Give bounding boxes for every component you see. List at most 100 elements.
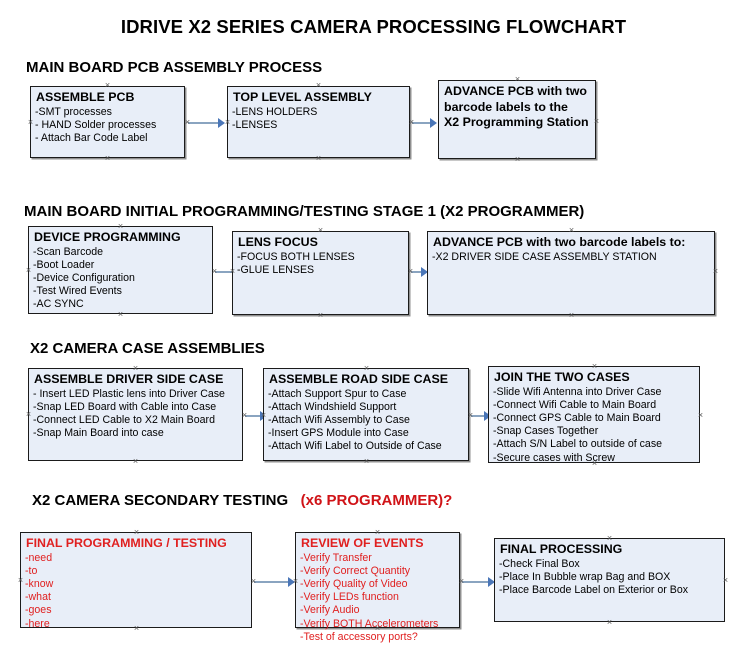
- box-device-programming[interactable]: DEVICE PROGRAMMING -Scan Barcode -Boot L…: [28, 226, 213, 314]
- handle-marker[interactable]: [223, 118, 232, 127]
- box-line: -Attach Wifi Assembly to Case: [268, 413, 410, 426]
- box-advance-pcb-to-driver-side-case[interactable]: ADVANCE PCB with two barcode labels to: …: [427, 231, 715, 315]
- handle-marker[interactable]: [316, 311, 325, 320]
- section-heading-text: X2 CAMERA SECONDARY TESTING: [32, 492, 289, 509]
- handle-marker[interactable]: [24, 266, 33, 275]
- box-line: -what: [25, 591, 51, 604]
- handle-marker[interactable]: [592, 117, 601, 126]
- handle-marker[interactable]: [721, 576, 730, 585]
- handle-marker[interactable]: [16, 576, 25, 585]
- handle-marker[interactable]: [407, 118, 416, 127]
- handle-marker[interactable]: [605, 618, 614, 627]
- box-line: -Insert GPS Module into Case: [268, 427, 409, 440]
- handle-marker[interactable]: [567, 226, 576, 235]
- box-line: -Verify BOTH Accelerometers: [300, 617, 439, 630]
- handle-marker[interactable]: [183, 118, 192, 127]
- handle-marker[interactable]: [406, 267, 415, 276]
- handle-marker[interactable]: [26, 118, 35, 127]
- box-join-the-two-cases[interactable]: JOIN THE TWO CASES -Slide Wifi Antenna i…: [488, 366, 700, 464]
- handle-marker[interactable]: [696, 411, 705, 420]
- handle-marker[interactable]: [24, 410, 33, 419]
- handle-marker[interactable]: [131, 457, 140, 466]
- box-line: -Snap Cases Together: [493, 425, 599, 438]
- box-line: -know: [25, 577, 54, 590]
- connector-device-programming-to-lens-focus: [215, 271, 239, 273]
- box-review-of-events[interactable]: REVIEW OF EVENTS -Verify Transfer -Verif…: [295, 532, 460, 643]
- box-line: -need: [25, 551, 53, 564]
- arrowhead-icon: [488, 577, 495, 587]
- box-title: REVIEW OF EVENTS: [301, 536, 424, 550]
- section-heading-x2-camera-secondary-testing: X2 CAMERA SECONDARY TESTING (x6 PROGRAMM…: [32, 492, 452, 509]
- box-title: DEVICE PROGRAMMING: [34, 230, 181, 244]
- handle-marker[interactable]: [590, 459, 599, 468]
- connector-final-programming-to-review: [254, 581, 294, 583]
- handle-marker[interactable]: [316, 226, 325, 235]
- handle-marker[interactable]: [605, 534, 614, 543]
- handle-marker[interactable]: [314, 154, 323, 163]
- box-lens-focus[interactable]: LENS FOCUS -FOCUS BOTH LENSES -GLUE LENS…: [232, 231, 409, 315]
- handle-marker[interactable]: [457, 577, 466, 586]
- handle-marker[interactable]: [132, 624, 141, 633]
- handle-marker[interactable]: [590, 362, 599, 371]
- box-title: TOP LEVEL ASSEMBLY: [233, 90, 372, 104]
- box-final-programming-testing[interactable]: FINAL PROGRAMMING / TESTING -need -to -k…: [20, 532, 252, 630]
- box-line: -AC SYNC: [33, 298, 84, 311]
- box-line: -Attach Windshield Support: [268, 400, 397, 413]
- box-line: -Attach Support Spur to Case: [268, 387, 407, 400]
- handle-marker[interactable]: [513, 75, 522, 84]
- handle-marker[interactable]: [210, 267, 219, 276]
- box-line: -goes: [25, 604, 52, 617]
- handle-marker[interactable]: [103, 81, 112, 90]
- handle-marker[interactable]: [291, 577, 300, 586]
- box-line: -Boot Loader: [33, 258, 95, 271]
- box-line: -Slide Wifi Antenna into Driver Case: [493, 385, 662, 398]
- handle-marker[interactable]: [711, 267, 720, 276]
- handle-marker[interactable]: [240, 411, 249, 420]
- box-line: -to: [25, 564, 38, 577]
- box-line: barcode labels to the: [444, 99, 568, 114]
- page-title: IDRIVE X2 SERIES CAMERA PROCESSING FLOWC…: [120, 16, 627, 37]
- section-heading-main-board-pcb-assembly-process: MAIN BOARD PCB ASSEMBLY PROCESS: [26, 59, 323, 76]
- box-line: -Test Wired Events: [33, 285, 122, 298]
- box-line: -Check Final Box: [499, 557, 580, 570]
- handle-marker[interactable]: [228, 267, 237, 276]
- box-line: -Verify Audio: [300, 604, 360, 617]
- handle-marker[interactable]: [103, 154, 112, 163]
- box-line-overflow: -Test of accessory ports?: [300, 630, 418, 643]
- box-assemble-driver-side-case[interactable]: ASSEMBLE DRIVER SIDE CASE - Insert LED P…: [28, 368, 243, 461]
- box-assemble-pcb[interactable]: ASSEMBLE PCB -SMT processes - HAND Solde…: [30, 86, 185, 158]
- box-final-processing[interactable]: FINAL PROCESSING -Check Final Box -Place…: [494, 538, 725, 622]
- box-line: -Snap Main Board into case: [33, 427, 164, 440]
- handle-marker[interactable]: [373, 624, 382, 633]
- handle-marker[interactable]: [373, 528, 382, 537]
- box-top-level-assembly[interactable]: TOP LEVEL ASSEMBLY -LENS HOLDERS -LENSES: [227, 86, 410, 158]
- box-assemble-road-side-case[interactable]: ASSEMBLE ROAD SIDE CASE -Attach Support …: [263, 368, 469, 461]
- box-line: -Connect GPS Cable to Main Board: [493, 411, 661, 424]
- box-line: -Device Configuration: [33, 271, 135, 284]
- handle-marker[interactable]: [132, 528, 141, 537]
- connector-top-level-to-advance-pcb: [412, 122, 434, 124]
- box-line: -X2 DRIVER SIDE CASE ASSEMBLY STATION: [432, 250, 657, 263]
- box-title: FINAL PROGRAMMING / TESTING: [26, 536, 227, 550]
- connector-driver-case-to-road-case: [245, 415, 265, 417]
- arrowhead-icon: [421, 267, 428, 277]
- handle-marker[interactable]: [362, 364, 371, 373]
- section-heading-x2-camera-case-assemblies: X2 CAMERA CASE ASSEMBLIES: [30, 340, 265, 357]
- handle-marker[interactable]: [466, 411, 475, 420]
- handle-marker[interactable]: [567, 311, 576, 320]
- handle-marker[interactable]: [131, 364, 140, 373]
- box-title: ASSEMBLE DRIVER SIDE CASE: [34, 372, 224, 386]
- handle-marker[interactable]: [116, 222, 125, 231]
- box-line: -GLUE LENSES: [237, 263, 315, 276]
- handle-marker[interactable]: [314, 81, 323, 90]
- handle-marker[interactable]: [249, 577, 258, 586]
- box-line: -Attach Wifi Label to Outside of Case: [268, 440, 442, 453]
- handle-marker[interactable]: [259, 411, 268, 420]
- handle-marker[interactable]: [116, 310, 125, 319]
- box-advance-pcb-to-programming-station[interactable]: ADVANCE PCB with two barcode labels to t…: [438, 80, 596, 159]
- handle-marker[interactable]: [362, 457, 371, 466]
- box-line: -Scan Barcode: [33, 245, 104, 258]
- box-title: FINAL PROCESSING: [500, 542, 623, 556]
- handle-marker[interactable]: [513, 155, 522, 164]
